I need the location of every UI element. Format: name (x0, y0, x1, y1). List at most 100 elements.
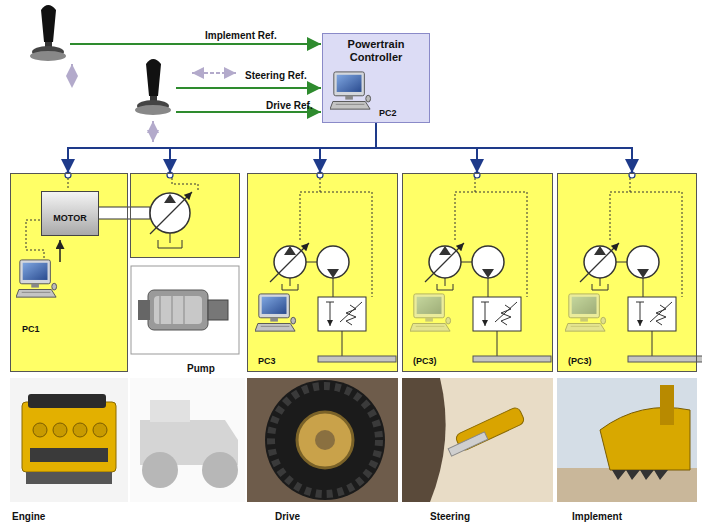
hydraulic-circuit (425, 178, 551, 362)
motion-arrow (152, 121, 154, 142)
computer-icon (410, 294, 451, 331)
text-anchor: Steering (430, 506, 520, 524)
panel-fill (402, 173, 553, 372)
drive-photo (271, 386, 379, 494)
hydraulic-circuit (318, 356, 396, 362)
text-anchor: Implement Ref. (205, 25, 315, 43)
engine-photo (10, 378, 128, 502)
implement-photo (557, 378, 697, 502)
engine-photo (10, 378, 128, 502)
node-text: PC3 (258, 356, 276, 367)
subsystem-panel: PC3 (247, 173, 398, 372)
hydraulic-circuit (340, 302, 362, 322)
signal-label: Steering Ref. (245, 70, 307, 82)
panel-fill (557, 173, 697, 372)
implement-photo (612, 470, 668, 480)
truck-photo (150, 400, 190, 422)
hydraulic-circuit (318, 297, 366, 331)
pump-symbol (170, 233, 171, 243)
text-anchor: (PC3) (413, 350, 463, 368)
pump-photo (148, 290, 208, 330)
engine-photo (53, 423, 67, 437)
bus-connector (376, 123, 632, 173)
photo-caption: Drive (275, 511, 300, 523)
truck-photo (142, 452, 178, 488)
subsystem-panel: (PC3) (557, 173, 697, 372)
hydraulic-circuit (330, 302, 331, 326)
truck-photo (202, 452, 238, 488)
text-anchor: Engine (12, 506, 102, 524)
text-anchor: Drive (275, 506, 365, 524)
hydraulic-circuit (290, 278, 291, 286)
engine-panel-art (16, 260, 57, 297)
computer-icon (330, 72, 371, 109)
computer-icon (255, 294, 296, 331)
pump-photo (208, 300, 228, 320)
pump-photo (154, 296, 202, 324)
node-text: Pump (187, 363, 215, 375)
text-anchor: Steering Ref. (245, 65, 320, 83)
pump-symbol (150, 178, 198, 248)
engine-panel-art (59, 240, 61, 262)
reference-line (70, 44, 321, 112)
drive-photo (265, 380, 385, 500)
controller-fill (322, 33, 430, 123)
subsystem-panel: (PC3) (402, 173, 553, 372)
implement-photo (600, 408, 690, 471)
subsystem-panel: PC1MOTOR (10, 173, 128, 372)
hydraulic-circuit (327, 269, 339, 278)
hydraulic-circuit (317, 246, 349, 278)
engine-photo (30, 448, 108, 462)
steering-photo (402, 378, 553, 502)
node-text: MOTOR (53, 213, 86, 224)
text-anchor: Drive Ref. (266, 95, 320, 113)
hydraulic-circuit (326, 302, 334, 303)
node-text: (PC3) (413, 356, 437, 367)
pump-symbol (150, 192, 192, 234)
drive-photo (247, 378, 398, 502)
motion-arrow (71, 64, 73, 88)
signal-label: Drive Ref. (266, 100, 313, 112)
engine-photo (22, 402, 116, 472)
text-anchor: PC3 (258, 350, 308, 368)
text-anchor: Implement (572, 506, 682, 524)
reference-line (176, 111, 321, 113)
drive-photo (297, 412, 353, 468)
pump-symbol (158, 240, 182, 248)
pump-photo (160, 296, 161, 324)
pump-symbol (172, 178, 198, 192)
signal-label: Implement Ref. (205, 30, 277, 42)
node-text: Powertrain Controller (327, 38, 425, 64)
drive-photo (315, 430, 335, 450)
engine-photo (93, 423, 107, 437)
text-anchor: Pump (187, 358, 237, 376)
node-text: PC2 (379, 108, 397, 119)
engine-photo (28, 394, 106, 408)
photo-caption: Implement (572, 511, 622, 523)
hydraulic-circuit (270, 178, 396, 362)
implement-photo (557, 378, 697, 502)
joystick (135, 59, 171, 115)
engine-photo (33, 423, 47, 437)
pump-symbol (164, 194, 176, 203)
hydraulic-circuit (342, 331, 343, 356)
reference-line (70, 43, 321, 45)
hydraulic-circuit (306, 262, 317, 263)
truck-photo (130, 378, 245, 502)
text-anchor: (PC3) (568, 350, 618, 368)
panel-fill (10, 173, 128, 372)
implement-photo (557, 468, 697, 502)
motor-box: MOTOR (41, 191, 99, 236)
drive-photo (247, 378, 398, 502)
pump-photo (184, 296, 185, 324)
photo-caption: Engine (12, 511, 45, 523)
engine-photo (26, 472, 112, 484)
pump-photo (131, 266, 239, 354)
computer-icon (565, 294, 606, 331)
node-text: (PC3) (568, 356, 592, 367)
steering-photo (402, 378, 553, 502)
